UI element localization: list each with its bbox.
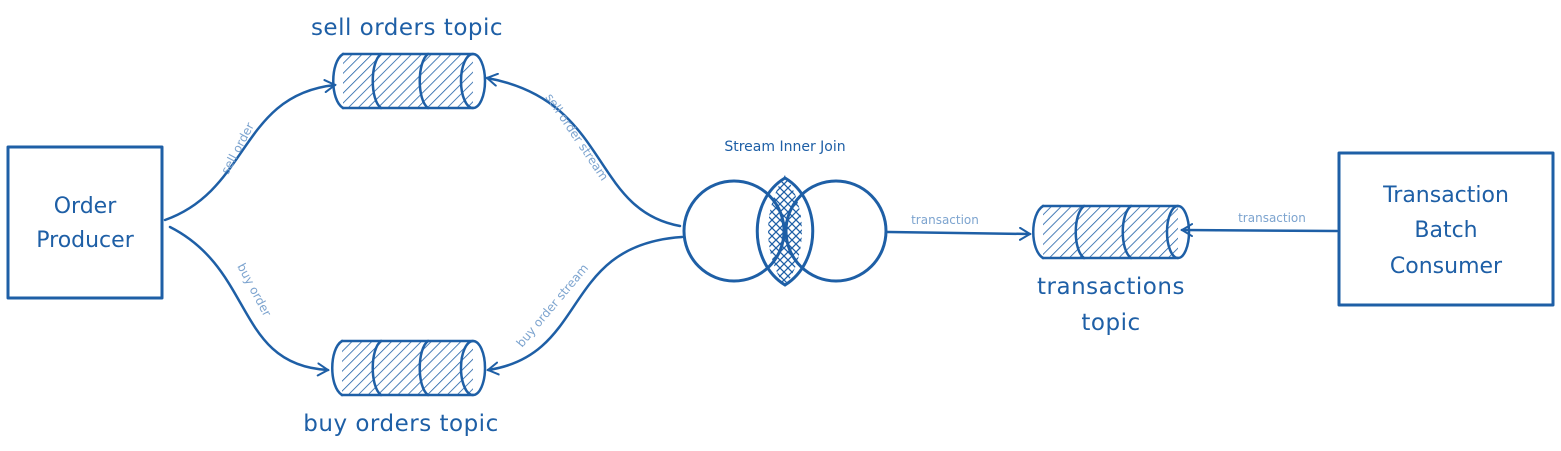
transaction-consumer-label-line3: Consumer: [1390, 254, 1503, 279]
edge-label-sell-order: sell order: [218, 120, 257, 176]
transaction-consumer-label-line1: Transaction: [1382, 183, 1509, 208]
edge-buy-order: buy order: [168, 225, 330, 377]
order-producer-box: [6, 145, 164, 300]
stream-inner-join-node[interactable]: Stream Inner Join: [682, 139, 888, 287]
buy-orders-topic-node[interactable]: buy orders topic: [303, 339, 498, 437]
order-producer-label-line2: Producer: [36, 228, 134, 253]
buy-orders-queue-icon: [331, 339, 487, 397]
order-producer-label-line1: Order: [54, 194, 117, 219]
buy-orders-topic-label: buy orders topic: [303, 411, 498, 437]
transactions-topic-node[interactable]: transactions topic: [1032, 204, 1191, 336]
edge-label-sell-order-stream: sell order stream: [543, 91, 612, 183]
venn-join-icon: [682, 175, 888, 287]
stream-inner-join-label: Stream Inner Join: [724, 139, 845, 155]
transactions-queue-icon: [1032, 204, 1191, 260]
transactions-topic-label-line2: topic: [1081, 310, 1140, 336]
edge-transaction-in: transaction: [1180, 211, 1339, 238]
edge-buy-order-stream: buy order stream: [486, 235, 684, 376]
edge-label-buy-order: buy order: [234, 261, 274, 319]
transaction-consumer-node[interactable]: Transaction Batch Consumer: [1337, 151, 1555, 307]
sell-orders-topic-label: sell orders topic: [311, 15, 503, 41]
edge-sell-order: sell order: [163, 79, 337, 222]
edge-sell-order-stream: sell order stream: [485, 72, 682, 228]
edge-label-transaction-out: transaction: [911, 213, 979, 227]
order-producer-node[interactable]: Order Producer: [6, 145, 164, 300]
edge-transaction-out: transaction: [884, 213, 1032, 241]
sell-orders-queue-icon: [332, 52, 487, 110]
edge-label-transaction-in: transaction: [1238, 211, 1306, 225]
transactions-topic-label-line1: transactions: [1037, 274, 1185, 300]
transaction-consumer-box: [1337, 151, 1555, 307]
transaction-consumer-label-line2: Batch: [1414, 218, 1477, 243]
sell-orders-topic-node[interactable]: sell orders topic: [311, 15, 503, 110]
